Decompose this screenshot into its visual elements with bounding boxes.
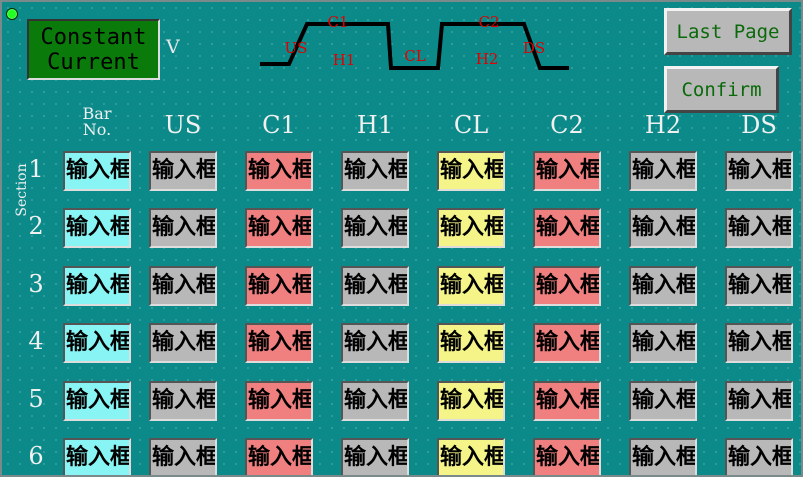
waveform-label-h2: H2 (476, 50, 499, 68)
input-field-h1-row-1[interactable]: 输入框 (341, 151, 409, 191)
waveform-label-cl: CL (404, 47, 425, 65)
column-header-line-1: Bar (82, 104, 112, 123)
input-field-h1-row-3[interactable]: 输入框 (341, 266, 409, 306)
column-header-c2: C2 (550, 111, 584, 139)
column-header-ds: DS (741, 111, 777, 139)
input-field-bar-no-row-4[interactable]: 输入框 (63, 323, 131, 363)
input-field-bar-no-row-5[interactable]: 输入框 (63, 381, 131, 421)
input-field-ds-row-1[interactable]: 输入框 (725, 151, 793, 191)
row-number: 4 (28, 327, 44, 355)
input-field-h2-row-3[interactable]: 输入框 (629, 266, 697, 306)
input-field-ds-row-6[interactable]: 输入框 (725, 438, 793, 475)
input-field-h1-row-6[interactable]: 输入框 (341, 438, 409, 475)
row-number: 3 (28, 270, 44, 298)
input-field-cl-row-5[interactable]: 输入框 (437, 381, 505, 421)
mode-display[interactable]: Constant Current (27, 19, 160, 80)
waveform-diagram: C1 US H1 CL C2 H2 DS (260, 13, 569, 70)
input-field-us-row-4[interactable]: 输入框 (149, 323, 217, 363)
input-field-ds-row-3[interactable]: 输入框 (725, 266, 793, 306)
input-field-bar-no-row-2[interactable]: 输入框 (63, 208, 131, 248)
input-field-bar-no-row-1[interactable]: 输入框 (63, 151, 131, 191)
waveform-label-h1: H1 (333, 51, 356, 69)
input-field-h2-row-6[interactable]: 输入框 (629, 438, 697, 475)
input-field-h2-row-5[interactable]: 输入框 (629, 381, 697, 421)
column-header-line-2: No. (82, 120, 112, 139)
unit-label: V (166, 36, 180, 58)
waveform-label-c1: C1 (327, 13, 348, 31)
waveform-label-ds: DS (523, 39, 545, 57)
input-field-cl-row-3[interactable]: 输入框 (437, 266, 505, 306)
input-field-us-row-2[interactable]: 输入框 (149, 208, 217, 248)
waveform-line (260, 22, 569, 70)
input-field-h1-row-5[interactable]: 输入框 (341, 381, 409, 421)
input-field-h2-row-1[interactable]: 输入框 (629, 151, 697, 191)
mode-line-2: Current (47, 49, 140, 75)
input-field-h2-row-2[interactable]: 输入框 (629, 208, 697, 248)
input-field-us-row-6[interactable]: 输入框 (149, 438, 217, 475)
confirm-button[interactable]: Confirm (664, 66, 779, 113)
input-field-c2-row-4[interactable]: 输入框 (533, 323, 601, 363)
input-field-c1-row-1[interactable]: 输入框 (245, 151, 313, 191)
column-header-cl: CL (453, 111, 489, 139)
column-header-h1: H1 (356, 111, 394, 139)
waveform-label-us: US (285, 39, 308, 57)
waveform-label-c2: C2 (478, 13, 499, 31)
input-field-bar-no-row-3[interactable]: 输入框 (63, 266, 131, 306)
input-field-c1-row-6[interactable]: 输入框 (245, 438, 313, 475)
input-field-cl-row-1[interactable]: 输入框 (437, 151, 505, 191)
input-field-c2-row-5[interactable]: 输入框 (533, 381, 601, 421)
input-field-c2-row-1[interactable]: 输入框 (533, 151, 601, 191)
input-field-c2-row-2[interactable]: 输入框 (533, 208, 601, 248)
input-field-h1-row-4[interactable]: 输入框 (341, 323, 409, 363)
input-field-us-row-1[interactable]: 输入框 (149, 151, 217, 191)
input-field-us-row-3[interactable]: 输入框 (149, 266, 217, 306)
row-number: 5 (28, 385, 44, 413)
last-page-button[interactable]: Last Page (664, 8, 792, 55)
column-header-h2: H2 (644, 111, 682, 139)
input-field-us-row-5[interactable]: 输入框 (149, 381, 217, 421)
input-field-ds-row-5[interactable]: 输入框 (725, 381, 793, 421)
input-field-cl-row-6[interactable]: 输入框 (437, 438, 505, 475)
row-number: 6 (28, 442, 44, 470)
input-field-c1-row-2[interactable]: 输入框 (245, 208, 313, 248)
column-header-us: US (164, 111, 202, 139)
input-field-c1-row-5[interactable]: 输入框 (245, 381, 313, 421)
row-number: 2 (28, 212, 44, 240)
input-field-cl-row-4[interactable]: 输入框 (437, 323, 505, 363)
input-field-h2-row-4[interactable]: 输入框 (629, 323, 697, 363)
input-field-cl-row-2[interactable]: 输入框 (437, 208, 505, 248)
input-field-h1-row-2[interactable]: 输入框 (341, 208, 409, 248)
column-header-c1: C1 (262, 111, 296, 139)
status-indicator-icon (6, 8, 18, 20)
input-field-ds-row-4[interactable]: 输入框 (725, 323, 793, 363)
mode-line-1: Constant (40, 24, 147, 50)
input-field-ds-row-2[interactable]: 输入框 (725, 208, 793, 248)
input-field-c2-row-6[interactable]: 输入框 (533, 438, 601, 475)
input-field-c1-row-4[interactable]: 输入框 (245, 323, 313, 363)
input-field-c2-row-3[interactable]: 输入框 (533, 266, 601, 306)
input-field-c1-row-3[interactable]: 输入框 (245, 266, 313, 306)
row-number: 1 (28, 155, 44, 183)
input-field-bar-no-row-6[interactable]: 输入框 (63, 438, 131, 475)
